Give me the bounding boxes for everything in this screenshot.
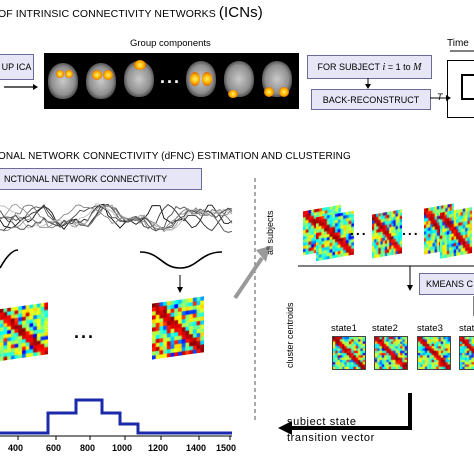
subject-var: i bbox=[382, 61, 386, 73]
matrix-canvas bbox=[460, 337, 474, 369]
tick-label-1200: 1200 bbox=[148, 443, 169, 453]
transition-vector-label: transition vector bbox=[287, 432, 375, 444]
kmeans-box[interactable]: KMEANS C bbox=[419, 273, 474, 295]
activation-blob bbox=[190, 72, 200, 86]
dfnc-tab-label: NCTIONAL NETWORK CONNECTIVITY bbox=[4, 174, 168, 184]
t-axis-label: T bbox=[437, 92, 443, 102]
group-ica-label: UP ICA bbox=[1, 62, 32, 72]
state-label-4: state bbox=[459, 323, 474, 334]
matrix-canvas bbox=[333, 337, 365, 369]
kmeans-label: KMEANS C bbox=[426, 279, 474, 289]
back-reconstruct-button[interactable]: BACK-RECONSTRUCT bbox=[311, 89, 431, 110]
tick-label-1400: 1400 bbox=[186, 443, 207, 453]
subject-state-label: subject state bbox=[287, 416, 357, 428]
activation-blob bbox=[264, 87, 274, 97]
components-ellipsis: ... bbox=[160, 67, 182, 87]
for-subject-loop-box: FOR SUBJECT i = 1 to M bbox=[307, 55, 432, 79]
state-centroid-1 bbox=[332, 336, 366, 370]
heading-text: OF INTRINSIC CONNECTIVITY NETWORKS bbox=[0, 8, 216, 20]
state-label-1: state1 bbox=[331, 323, 357, 334]
timecourse-line bbox=[0, 205, 233, 233]
state-label-2: state2 bbox=[372, 323, 398, 334]
brain-slice-1 bbox=[48, 63, 78, 99]
tick-label-1000: 1000 bbox=[112, 443, 133, 453]
state-centroid-4 bbox=[459, 336, 474, 370]
timecourse-line bbox=[0, 203, 233, 231]
matrix-canvas bbox=[375, 337, 407, 369]
dfnc-tab[interactable]: NCTIONAL NETWORK CONNECTIVITY bbox=[0, 168, 202, 190]
activation-blob bbox=[228, 90, 238, 98]
matrix-canvas bbox=[418, 337, 450, 369]
tick-label-1500: 1500 bbox=[216, 443, 237, 453]
state-transition-line bbox=[0, 398, 232, 435]
subject-range: = 1 to bbox=[387, 62, 411, 72]
tick-label-400: 400 bbox=[8, 443, 24, 453]
activation-blob bbox=[103, 70, 113, 80]
window-arrow-head bbox=[177, 287, 183, 293]
activation-blob bbox=[56, 70, 64, 78]
subject-end: M bbox=[413, 61, 422, 73]
activation-blob bbox=[65, 70, 73, 78]
timecourse-glyph bbox=[461, 74, 474, 100]
timecourse-line bbox=[0, 204, 233, 232]
state-centroid-2 bbox=[374, 336, 408, 370]
back-reconstruct-label: BACK-RECONSTRUCT bbox=[322, 94, 420, 105]
activation-blob bbox=[202, 72, 212, 86]
time-label: Time bbox=[447, 38, 469, 49]
activation-blob bbox=[134, 60, 146, 70]
activation-blob bbox=[279, 87, 289, 97]
subjects-ellipsis-2: ... bbox=[402, 222, 420, 238]
tick-label-600: 600 bbox=[46, 443, 62, 453]
activation-blob bbox=[92, 70, 102, 80]
state-centroid-3 bbox=[417, 336, 451, 370]
section1-heading: OF INTRINSIC CONNECTIVITY NETWORKS (ICNs… bbox=[0, 4, 263, 21]
group-components-label: Group components bbox=[130, 38, 211, 49]
sliding-window-2 bbox=[139, 251, 223, 269]
heading-acronym: (ICNs) bbox=[218, 4, 263, 21]
section2-heading: ONAL NETWORK CONNECTIVITY (dFNC) ESTIMAT… bbox=[0, 151, 351, 162]
timecourse-box bbox=[447, 60, 474, 118]
state-label-3: state3 bbox=[417, 323, 443, 334]
windows-ellipsis: ... bbox=[74, 322, 96, 342]
subjects-ellipsis-1: ... bbox=[350, 222, 368, 238]
brain-slice-2 bbox=[86, 63, 116, 99]
group-ica-button[interactable]: UP ICA bbox=[0, 54, 34, 80]
tick-label-800: 800 bbox=[80, 443, 96, 453]
sliding-window-1 bbox=[0, 249, 19, 269]
for-subject-label: FOR SUBJECT bbox=[317, 62, 381, 72]
